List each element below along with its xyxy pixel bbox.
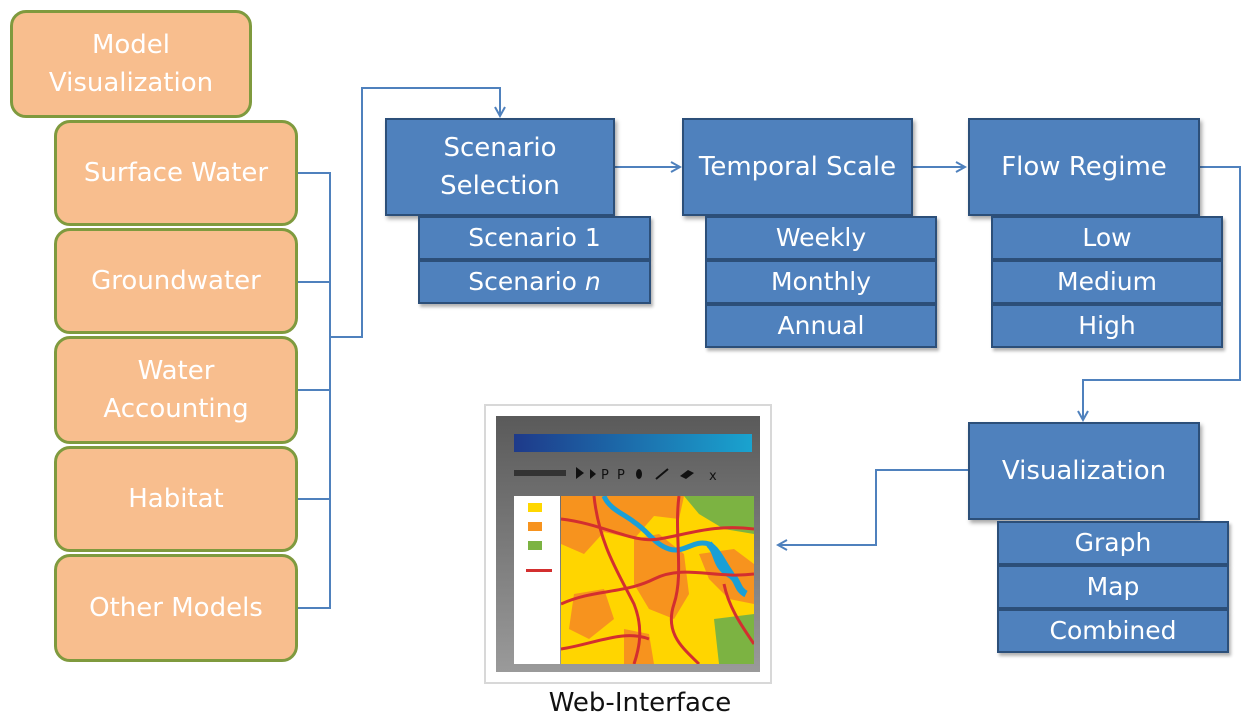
flow-option-medium-label: Medium xyxy=(1057,267,1157,296)
flow-option-medium[interactable]: Medium xyxy=(991,260,1223,304)
visualization-option-map-label: Map xyxy=(1086,572,1140,601)
flow-option-low-label: Low xyxy=(1082,223,1132,252)
scenario-option-1-label: Scenario 1 xyxy=(468,223,601,252)
web-legend-panel xyxy=(514,496,560,664)
scenario-option-n[interactable]: Scenario n xyxy=(418,260,651,304)
model-groundwater-label: Groundwater xyxy=(91,266,261,296)
model-visualization-header: Model Visualization xyxy=(10,10,252,118)
scenario-selection-title: Scenario Selection xyxy=(440,133,560,201)
scenario-option-1[interactable]: Scenario 1 xyxy=(418,216,651,260)
model-surface-water[interactable]: Surface Water xyxy=(54,120,298,226)
scenario-selection-box: Scenario Selection xyxy=(385,118,615,216)
model-other-models[interactable]: Other Models xyxy=(54,554,298,662)
web-toolbar-bar xyxy=(514,470,566,476)
flow-regime-box: Flow Regime xyxy=(968,118,1200,216)
temporal-option-weekly-label: Weekly xyxy=(775,223,867,252)
arrow-visualization-to-web xyxy=(778,469,968,545)
scenario-option-n-italic: n xyxy=(584,267,601,296)
visualization-option-combined-label: Combined xyxy=(1049,616,1177,645)
flow-option-low[interactable]: Low xyxy=(991,216,1223,260)
arrow-flow-to-visualization xyxy=(1083,166,1241,420)
model-visualization-label: Model Visualization xyxy=(48,30,214,98)
model-habitat[interactable]: Habitat xyxy=(54,446,298,552)
temporal-option-weekly[interactable]: Weekly xyxy=(705,216,937,260)
web-interface-illustration: P P x xyxy=(484,404,772,684)
web-interface-caption: Web-Interface xyxy=(548,688,732,718)
legend-swatch-road xyxy=(526,569,552,572)
flow-option-high-label: High xyxy=(1078,311,1136,340)
temporal-option-monthly[interactable]: Monthly xyxy=(705,260,937,304)
model-water-accounting-label: Water Accounting xyxy=(103,356,249,424)
model-habitat-label: Habitat xyxy=(128,484,224,514)
flow-regime-title: Flow Regime xyxy=(1001,152,1167,182)
temporal-option-annual-label: Annual xyxy=(777,311,865,340)
model-other-models-label: Other Models xyxy=(89,593,263,623)
temporal-scale-title: Temporal Scale xyxy=(698,152,897,182)
visualization-box: Visualization xyxy=(968,422,1200,520)
temporal-option-annual[interactable]: Annual xyxy=(705,304,937,348)
flow-option-high[interactable]: High xyxy=(991,304,1223,348)
svg-text:P: P xyxy=(617,468,625,483)
temporal-scale-box: Temporal Scale xyxy=(682,118,913,216)
visualization-option-combined[interactable]: Combined xyxy=(997,609,1229,653)
arrow-models-to-scenario xyxy=(330,87,500,338)
web-title-bar xyxy=(514,434,752,452)
visualization-option-graph[interactable]: Graph xyxy=(997,521,1229,565)
visualization-title: Visualization xyxy=(1001,456,1167,486)
legend-swatch-green xyxy=(528,541,542,550)
model-water-accounting[interactable]: Water Accounting xyxy=(54,336,298,444)
legend-swatch-yellow xyxy=(528,503,542,512)
web-map xyxy=(561,496,754,664)
svg-text:P: P xyxy=(601,468,609,483)
scenario-option-n-label: Scenario xyxy=(468,267,585,296)
model-surface-water-label: Surface Water xyxy=(83,158,269,188)
model-groundwater[interactable]: Groundwater xyxy=(54,228,298,334)
web-toolbar-icons: P P x xyxy=(576,467,717,484)
legend-swatch-orange xyxy=(528,522,542,531)
visualization-option-graph-label: Graph xyxy=(1074,528,1152,557)
temporal-option-monthly-label: Monthly xyxy=(770,267,872,296)
visualization-option-map[interactable]: Map xyxy=(997,565,1229,609)
svg-text:x: x xyxy=(709,469,717,484)
